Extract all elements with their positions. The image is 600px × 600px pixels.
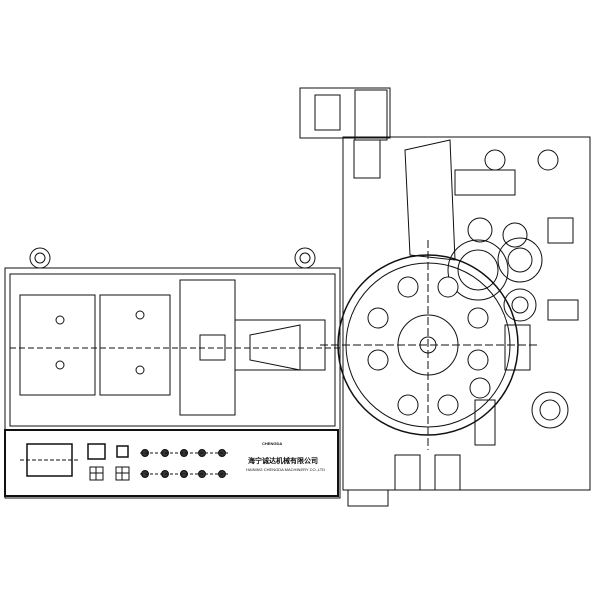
company-name-en: HAINING CHENGDA MACHINERY CO.,LTD — [246, 467, 326, 472]
turntable-stations — [367, 276, 489, 416]
brand-label: CHENGDA — [262, 441, 283, 446]
company-name-cn: 海宁诚达机械有限公司 — [248, 458, 318, 465]
control-panel — [4, 429, 339, 497]
main-frame — [299, 87, 591, 507]
